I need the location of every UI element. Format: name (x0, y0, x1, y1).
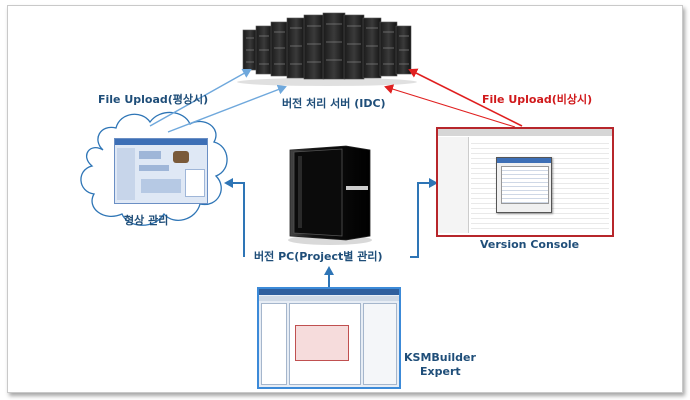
shape-mgmt-label: 형상 관리 (124, 214, 169, 227)
version-console-label: Version Console (480, 238, 580, 251)
server-label: 버전 처리 서버 (IDC) (282, 97, 386, 110)
arrow-pc-to-shape-mgmt (224, 178, 245, 257)
ksmbuilder-screenshot (257, 287, 401, 389)
ksmbuilder-label-line1: KSMBuilder (404, 351, 476, 364)
arrow-upload-normal-2 (167, 84, 287, 133)
version-pc-label: 버전 PC(Project별 관리) (254, 250, 383, 263)
pc-tower-icon (288, 145, 372, 245)
arrow-pc-to-console (410, 178, 438, 258)
server-rack-icon (237, 12, 417, 86)
arrow-upload-emergency-2 (384, 84, 516, 128)
version-console-screenshot (436, 127, 614, 237)
upload-emergency-label: File Upload(비상시) (482, 93, 593, 106)
arrow-upload-normal-1 (149, 69, 252, 127)
ksmbuilder-label-line2: Expert (420, 365, 461, 378)
arrow-upload-emergency-1 (408, 68, 523, 127)
shape-mgmt-screenshot (114, 138, 208, 204)
upload-normal-label: File Upload(평상시) (98, 93, 209, 106)
